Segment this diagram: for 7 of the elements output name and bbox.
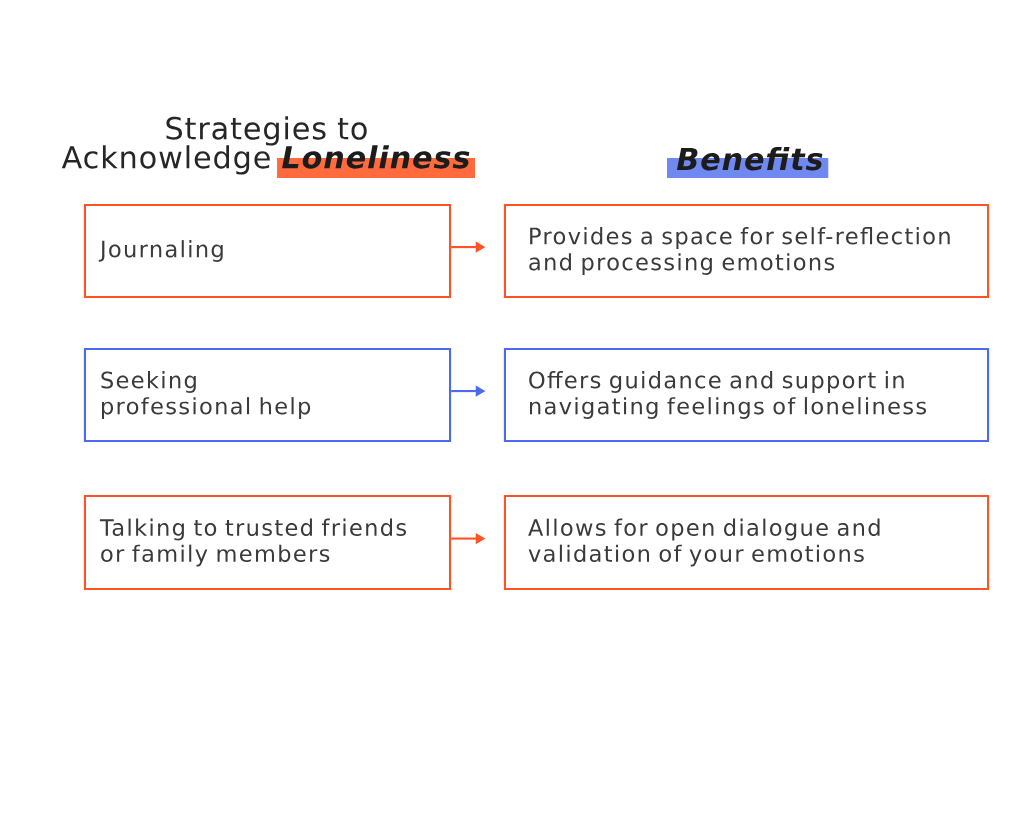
text-box: Offers guidance and support in navigating feelings of loneliness <box>503 347 990 443</box>
text-box: Seeking professional help <box>83 347 452 443</box>
column-heading: Strategies to Acknowledge Loneliness <box>61 116 475 178</box>
text-box: Allows for open dialogue and validation of your emotions <box>503 494 990 591</box>
text-box: Provides a space for self-reflection and processing emotions <box>503 203 990 299</box>
text-box: Talking to trusted friends or family members <box>83 494 452 591</box>
text-box: Journaling <box>83 203 452 299</box>
